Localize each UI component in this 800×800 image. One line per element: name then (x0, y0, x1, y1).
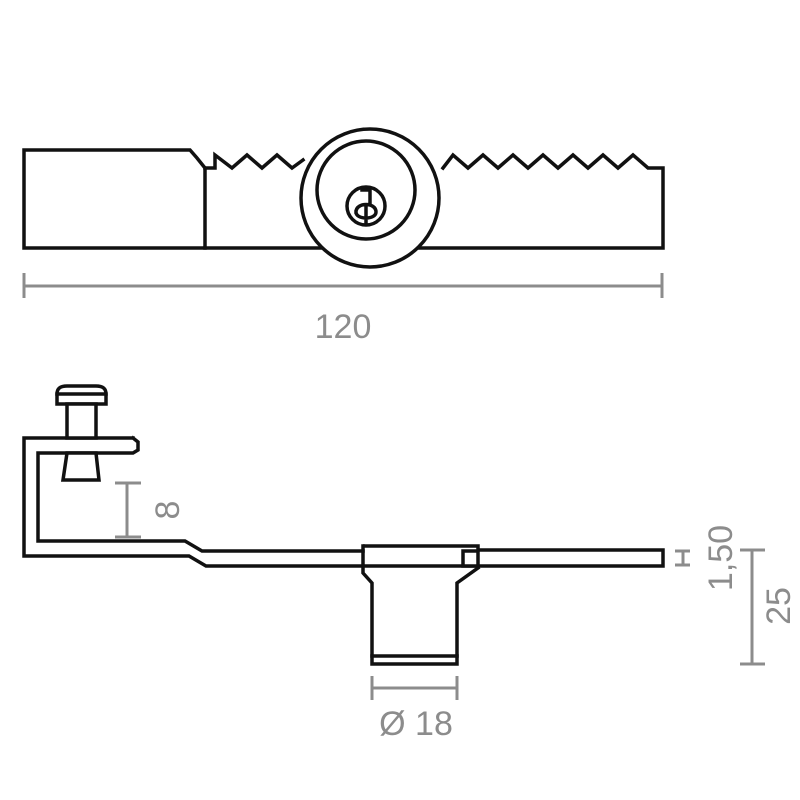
cylinder-ring (315, 139, 417, 241)
left-block (22, 148, 207, 250)
cylinder-flange (361, 544, 481, 666)
diameter-label: Ø 18 (379, 705, 453, 743)
thickness-dimension: 1,50 (675, 525, 740, 591)
hook-gap-dimension: 8 (115, 481, 187, 539)
height-label: 25 (760, 587, 798, 625)
cylinder-top (363, 544, 480, 568)
length-dimension: 120 (22, 273, 664, 346)
length-label: 120 (315, 308, 372, 346)
top-view (22, 127, 665, 269)
height-dimension: 25 (740, 548, 798, 666)
side-view (22, 384, 665, 666)
hook-strap (22, 435, 665, 568)
screw-shank (65, 402, 98, 440)
diameter-dimension: Ø 18 (370, 676, 459, 743)
keyhole-icon (345, 185, 387, 227)
key-slot (354, 188, 378, 224)
screw-tip (60, 451, 101, 482)
thickness-label: 1,50 (702, 525, 740, 591)
hook-gap-label: 8 (149, 501, 187, 520)
